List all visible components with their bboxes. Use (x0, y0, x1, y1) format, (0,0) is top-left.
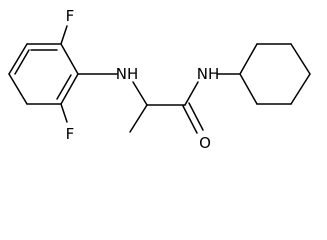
ring-bond (290, 43, 311, 75)
ring-bond (60, 73, 79, 105)
fluorine-top-label: F (66, 7, 75, 25)
ring-bond (290, 73, 311, 105)
carbonyl-oxygen-label: O (199, 134, 211, 152)
cyclohexane-ring (239, 43, 311, 105)
amine-nh-label: NH (116, 65, 139, 83)
carbonyl-double-bond (188, 102, 204, 131)
fluorine-bond-top (60, 25, 68, 45)
ring-bond (8, 73, 28, 105)
ring-double-bond (14, 49, 30, 75)
ring-bond (60, 43, 79, 75)
ring-bond (239, 73, 258, 105)
n-alpha-carbon-bond (132, 81, 148, 106)
ring-bond (239, 43, 258, 75)
carbonyl-double-bond (182, 105, 198, 134)
benzene-ring (8, 43, 79, 105)
amide-nh-label: NH (197, 65, 220, 83)
methyl-bond (129, 104, 148, 133)
chemical-structure-diagram: F F NH NH O (8, 7, 311, 152)
ring-double-bond (56, 74, 72, 100)
carbonyl-amide-n-bond (184, 81, 199, 106)
fluorine-bottom-label: F (66, 125, 75, 143)
ring-bond (8, 43, 28, 75)
fluorine-bond-bottom (60, 103, 68, 123)
